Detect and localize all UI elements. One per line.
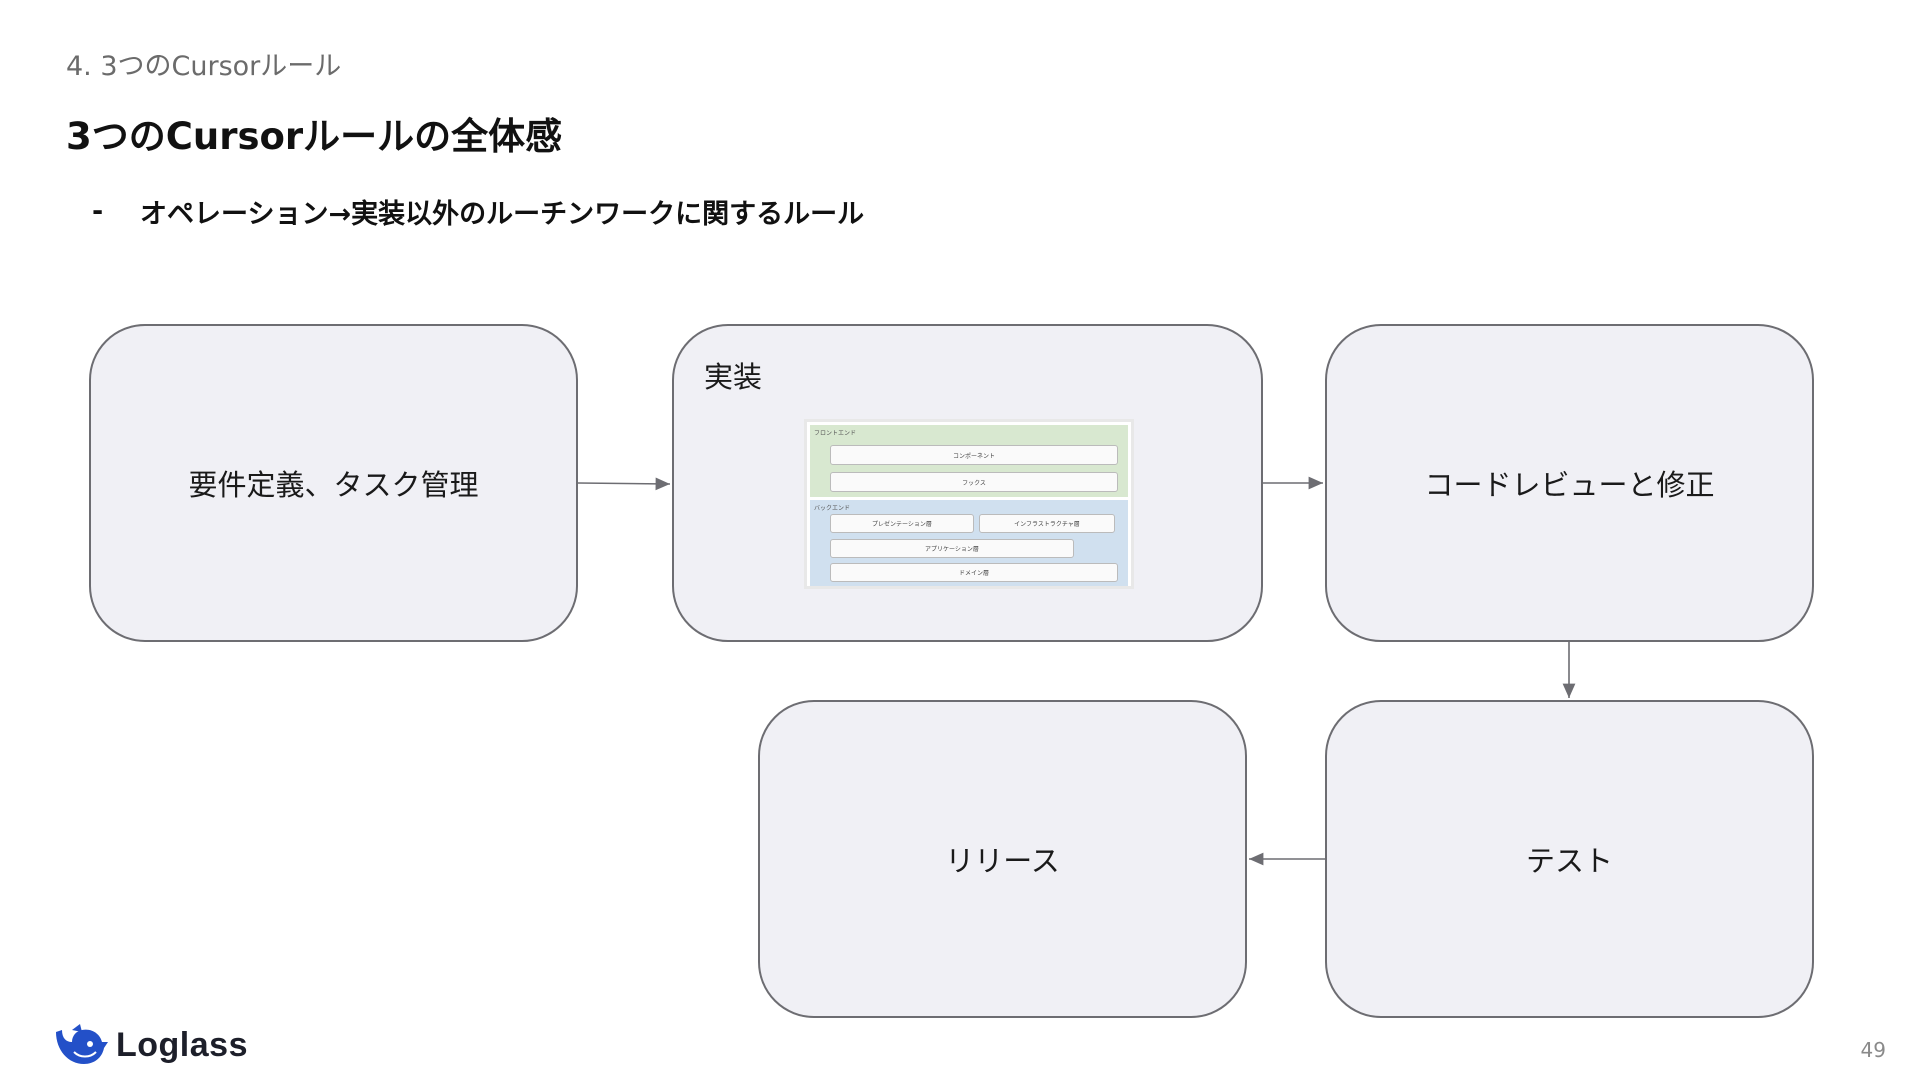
company-logo: Loglass [52, 1022, 248, 1068]
architecture-diagram: フロントエンド コンポーネント フックス バックエンド プレゼンテーション層 イ… [804, 419, 1134, 589]
application-module: アプリケーション層 [830, 539, 1074, 558]
review-label: コードレビューと修正 [1424, 468, 1715, 502]
infrastructure-module: インフラストラクチャ層 [979, 514, 1115, 533]
release-box: リリース [758, 700, 1247, 1018]
test-box: テスト [1325, 700, 1814, 1018]
release-label: リリース [945, 844, 1060, 878]
implementation-box: 実装 フロントエンド コンポーネント フックス バックエンド プレゼンテーション… [672, 324, 1263, 642]
review-box: コードレビューと修正 [1325, 324, 1814, 642]
bullet-text: オペレーション→実装以外のルーチンワークに関するルール [140, 199, 865, 230]
bullet-item: - オペレーション→実装以外のルーチンワークに関するルール [92, 192, 864, 231]
page-title: 3つのCursorルールの全体感 [66, 115, 563, 158]
test-label: テスト [1525, 844, 1613, 878]
frontend-layer: フロントエンド コンポーネント フックス [810, 425, 1128, 497]
frontend-label: フロントエンド [814, 430, 857, 437]
section-label: 4. 3つのCursorルール [66, 51, 342, 82]
implementation-label: 実装 [704, 360, 763, 394]
logo-text: Loglass [116, 1025, 248, 1064]
bullet-marker: - [92, 196, 104, 227]
components-module: コンポーネント [830, 445, 1118, 465]
hooks-module: フックス [830, 472, 1118, 492]
backend-layer: バックエンド プレゼンテーション層 インフラストラクチャ層 アプリケーション層 … [810, 500, 1128, 586]
arrow-req-to-impl [577, 477, 671, 491]
requirements-label: 要件定義、タスク管理 [188, 468, 479, 502]
backend-label: バックエンド [814, 505, 851, 512]
page-number: 49 [1860, 1038, 1886, 1062]
requirements-box: 要件定義、タスク管理 [89, 324, 578, 642]
domain-module: ドメイン層 [830, 563, 1118, 582]
whale-icon [56, 1024, 108, 1064]
presentation-module: プレゼンテーション層 [830, 514, 974, 533]
